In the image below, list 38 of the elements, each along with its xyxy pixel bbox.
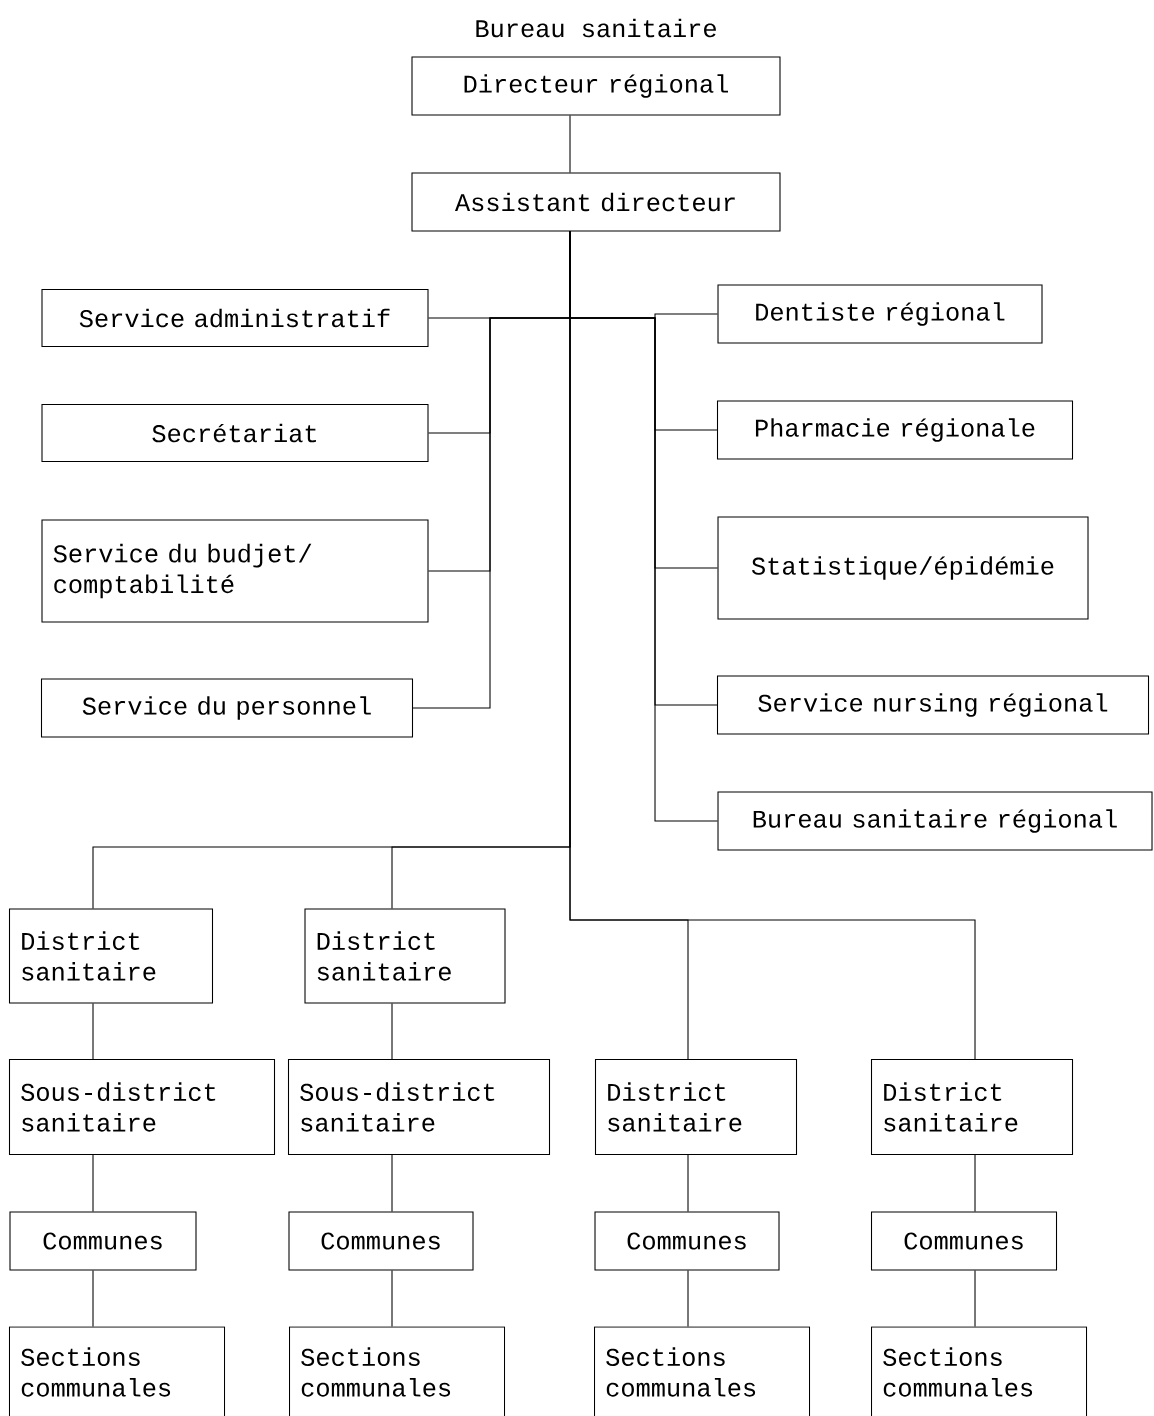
connector-line bbox=[687, 1270, 689, 1327]
connector-line bbox=[92, 1270, 94, 1327]
org-box: Service nursing régional bbox=[716, 675, 1150, 735]
org-box: Sous-district sanitaire bbox=[287, 1058, 551, 1156]
connector-line bbox=[391, 1154, 393, 1212]
org-box: Service du budjet/ comptabilité bbox=[41, 519, 429, 623]
org-box: Statistique/épidémie bbox=[717, 516, 1089, 620]
connector-line bbox=[569, 231, 976, 1060]
org-box: Dentiste régional bbox=[717, 284, 1043, 344]
connector-line bbox=[687, 1154, 689, 1212]
org-box: Bureau sanitaire régional bbox=[717, 791, 1153, 851]
org-box: Directeur régional bbox=[411, 56, 781, 116]
connector-line bbox=[569, 115, 571, 173]
connector-line bbox=[974, 1154, 976, 1212]
org-box: District sanitaire bbox=[8, 908, 214, 1004]
org-box: Sections communales bbox=[288, 1326, 506, 1416]
org-box: Service administratif bbox=[41, 288, 429, 348]
connector-line bbox=[391, 1270, 393, 1327]
org-box: Sections communales bbox=[870, 1326, 1088, 1416]
org-box: Communes bbox=[288, 1211, 474, 1271]
org-box: Communes bbox=[594, 1211, 780, 1271]
connector-line bbox=[92, 1154, 94, 1212]
org-box: Sous-district sanitaire bbox=[8, 1058, 276, 1156]
org-box: District sanitaire bbox=[870, 1058, 1074, 1156]
org-box: District sanitaire bbox=[594, 1058, 798, 1156]
org-box: Sections communales bbox=[593, 1326, 811, 1416]
org-box: Sections communales bbox=[8, 1326, 226, 1416]
connector-line bbox=[974, 1270, 976, 1327]
org-box: Assistant directeur bbox=[411, 172, 781, 232]
org-box: Communes bbox=[9, 1211, 197, 1271]
title: Bureau sanitaire bbox=[476, 18, 716, 38]
connector-line bbox=[391, 1003, 393, 1060]
connector-line bbox=[92, 1003, 94, 1060]
org-box: Pharmacie régionale bbox=[716, 400, 1074, 460]
org-box: District sanitaire bbox=[304, 908, 506, 1004]
org-box: Communes bbox=[870, 1211, 1058, 1271]
org-box: Secrétariat bbox=[41, 403, 429, 463]
org-box: Service du personnel bbox=[40, 678, 414, 738]
